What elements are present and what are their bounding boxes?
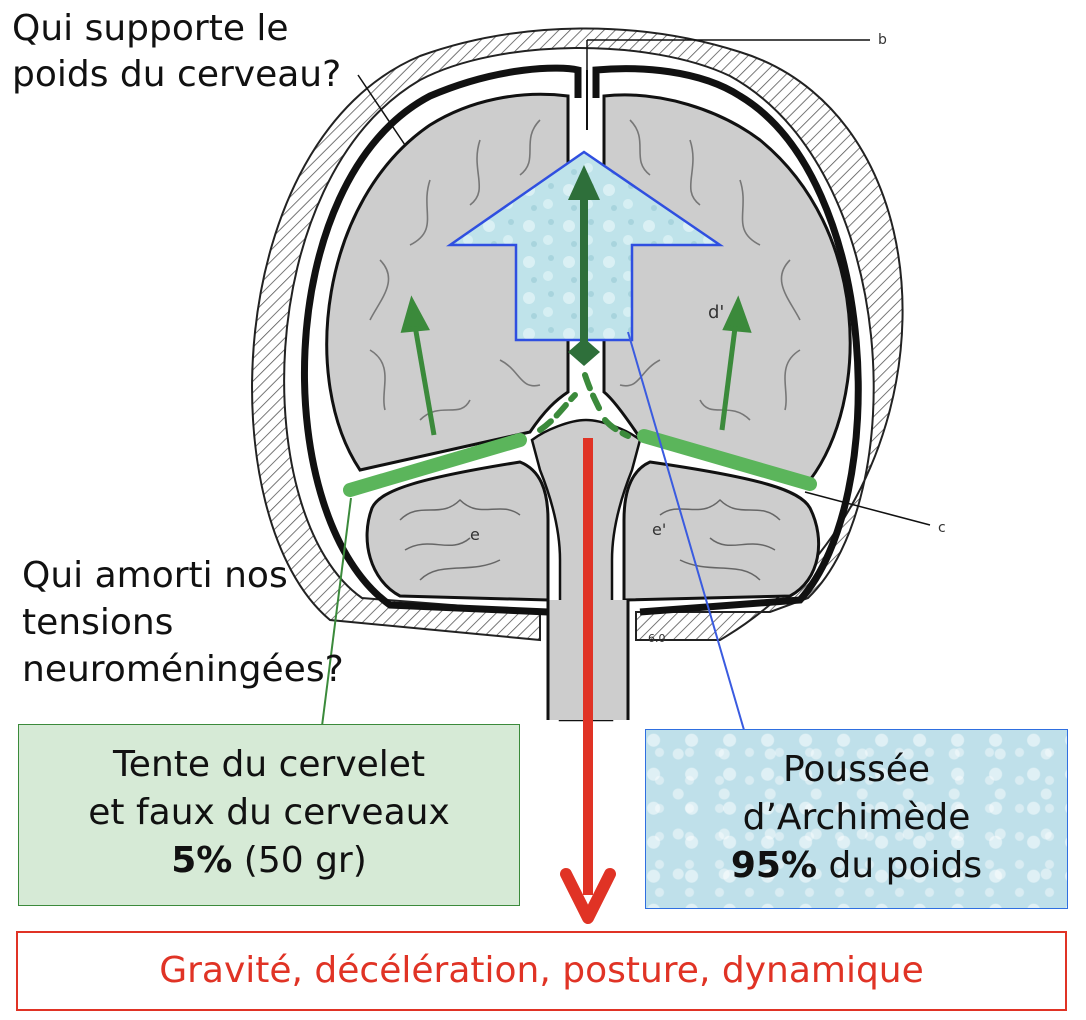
- gyri-lines: [369, 119, 801, 421]
- central-arrow-diamond: [568, 338, 600, 366]
- label-e-prime: e': [652, 520, 667, 539]
- question-weight-line-2: poids du cerveau?: [12, 54, 342, 95]
- tent-detail: (50 gr): [243, 840, 367, 881]
- buoyancy-percent: 95%: [730, 845, 818, 886]
- tent-box-line-3: 5% (50 gr): [19, 837, 519, 885]
- question-weight: Qui supporte le poids du cerveau?: [12, 6, 341, 98]
- cerebellum: [365, 460, 550, 602]
- tentorium-left: [343, 433, 527, 497]
- tentorium-right: [637, 429, 817, 491]
- question-weight-line-1: Qui supporte le: [12, 8, 289, 49]
- tent-box-line-1: Tente du cervelet: [112, 744, 426, 785]
- connector-green: [321, 497, 352, 727]
- tent-percent: 5%: [171, 840, 233, 881]
- label-e: e: [470, 525, 480, 544]
- dura-outer: [300, 64, 862, 616]
- cerebellum-folia: [399, 498, 781, 581]
- tent-box-line-2: et faux du cerveaux: [88, 792, 450, 833]
- tent-box: Tente du cervelet et faux du cerveaux 5%…: [18, 724, 520, 906]
- connector-blue: [627, 331, 745, 731]
- buoyancy-box-line-1: Poussée: [782, 749, 931, 790]
- cerebellum-right: [622, 460, 821, 602]
- label-d-prime: d': [708, 302, 725, 323]
- support-arrow-right: [719, 295, 752, 431]
- question-tension-line-2: tensions: [22, 602, 174, 643]
- tentorium-dashes: [537, 372, 631, 439]
- question-tension-line-1: Qui amorti nos: [22, 555, 288, 596]
- label-c: c: [938, 520, 946, 536]
- label-fig-code: 6.0: [648, 632, 666, 645]
- question-tension-line-3: neuroméningées?: [22, 649, 344, 690]
- question-tension: Qui amorti nos tensions neuroméningées?: [22, 552, 344, 693]
- support-arrow-left: [400, 295, 437, 436]
- left-hemisphere: [325, 92, 570, 472]
- central-arrow-head: [568, 165, 600, 200]
- skull: [251, 27, 904, 642]
- gravity-box: Gravité, décélération, posture, dynamiqu…: [16, 931, 1067, 1011]
- buoyancy-box-line-3: 95% du poids: [646, 842, 1067, 890]
- buoyancy-box: Poussée d’Archimède 95% du poids: [645, 729, 1068, 909]
- buoyancy-box-line-2: d’Archimède: [742, 797, 971, 838]
- label-b: b: [878, 32, 887, 48]
- buoyancy-detail: du poids: [828, 845, 983, 886]
- right-hemisphere: [602, 93, 852, 482]
- gravity-arrow-head: [560, 868, 616, 924]
